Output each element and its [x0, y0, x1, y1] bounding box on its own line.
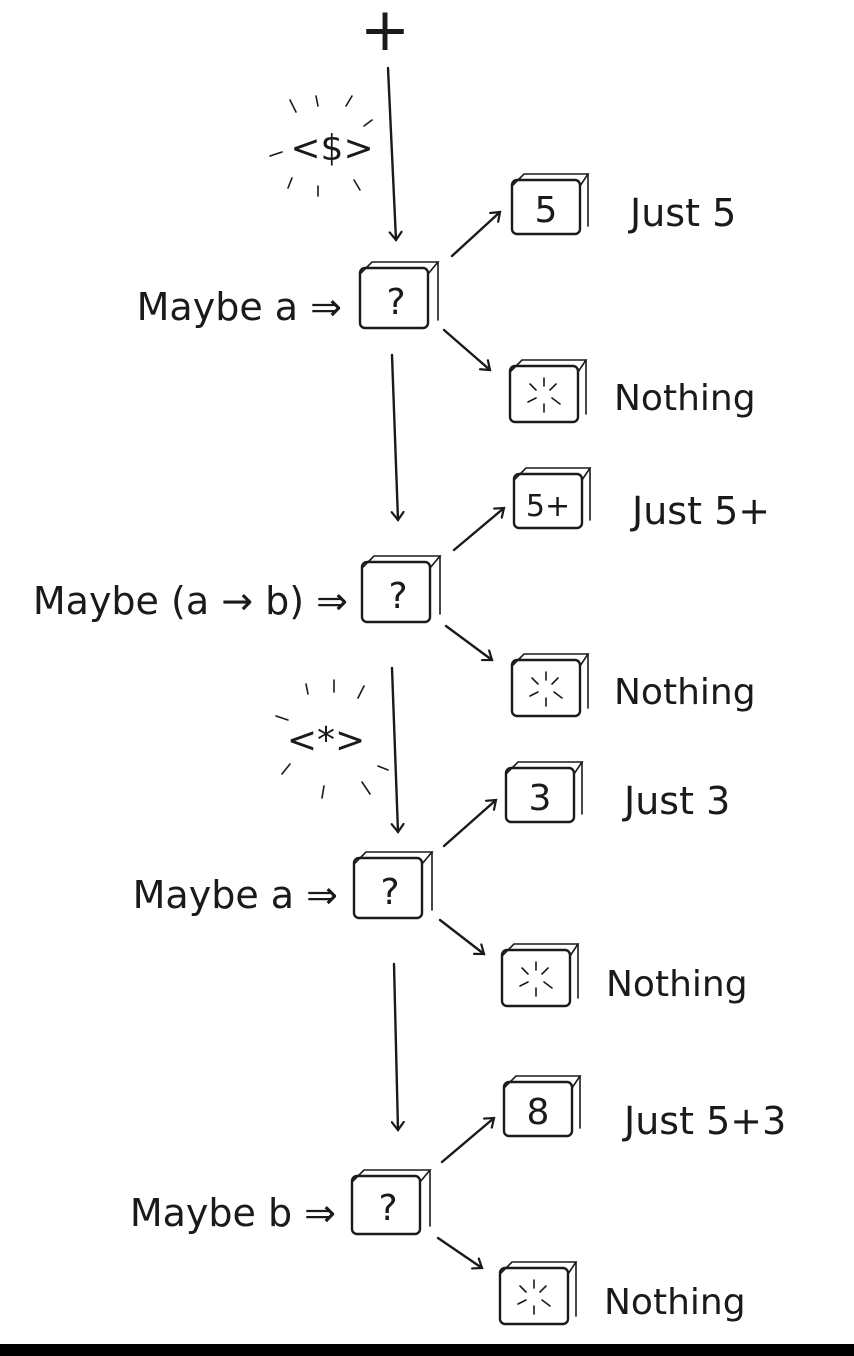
nothing-label: Nothing [604, 1282, 746, 1323]
nothing-label: Nothing [606, 964, 748, 1005]
empty-sparkle-icon [517, 1279, 551, 1315]
nothing-arrow [442, 328, 490, 370]
just-box-value: 3 [529, 778, 552, 819]
empty-sparkle-icon [519, 961, 553, 997]
just-label: Just 5 [628, 191, 736, 235]
empty-sparkle-icon [529, 671, 563, 707]
fmap-sparkle-icon [269, 95, 373, 197]
type-label: Maybe b ⇒ [130, 1191, 336, 1235]
nothing-box [500, 943, 580, 1008]
nothing-box [510, 653, 590, 718]
type-label: Maybe (a → b) ⇒ [33, 579, 348, 623]
just-arrow [452, 506, 504, 552]
down-arrow-3 [394, 962, 398, 1130]
empty-sparkle-icon [527, 377, 561, 413]
just-box-value: 8 [527, 1092, 550, 1133]
nothing-box [508, 359, 588, 424]
fmap-arrow [386, 66, 396, 240]
down-arrow-2 [392, 666, 398, 832]
just-arrow [450, 212, 500, 258]
apply-operator-label: <*> [287, 720, 365, 761]
nothing-arrow [438, 918, 484, 956]
just-box-value: 5+ [526, 489, 570, 524]
just-box: 8 [502, 1075, 582, 1138]
type-label: Maybe a ⇒ [137, 285, 342, 329]
just-label: Just 3 [622, 779, 730, 823]
row-maybe-b: Maybe b ⇒ ? 8 Just 5+3 Nothing [130, 1075, 786, 1326]
bottom-edge-bar [0, 1344, 854, 1356]
apply-sparkle-icon [275, 679, 389, 799]
row-maybe-a-2: Maybe a ⇒ ? 3 Just 3 Nothing [133, 761, 748, 1008]
box-symbol: ? [378, 1188, 397, 1229]
type-label: Maybe a ⇒ [133, 873, 338, 917]
nothing-arrow [436, 1236, 482, 1268]
just-box: 5+ [512, 467, 592, 530]
just-box: 5 [510, 173, 590, 236]
row-maybe-a-1: Maybe a ⇒ ? 5 Just 5 Nothing [137, 173, 756, 424]
just-arrow [440, 1116, 494, 1164]
mystery-box: ? [360, 555, 442, 624]
nothing-arrow [444, 624, 492, 662]
box-symbol: ? [386, 282, 405, 323]
just-label: Just 5+ [630, 489, 770, 533]
apply-operator: <*> [275, 679, 389, 799]
down-arrow-1 [392, 353, 398, 520]
row-maybe-function: Maybe (a → b) ⇒ ? 5+ Just 5+ Nothing [33, 467, 770, 718]
nothing-label: Nothing [614, 672, 756, 713]
fmap-operator-label: <$> [290, 128, 373, 169]
top-plus-symbol: + [360, 0, 410, 65]
box-symbol: ? [380, 872, 399, 913]
nothing-box [498, 1261, 578, 1326]
mystery-box: ? [350, 1169, 432, 1236]
box-symbol: ? [388, 576, 407, 617]
just-arrow [442, 800, 496, 848]
fmap-operator: <$> [269, 95, 374, 197]
just-label: Just 5+3 [622, 1099, 786, 1143]
just-box: 3 [504, 761, 584, 824]
mystery-box: ? [352, 851, 434, 920]
mystery-box: ? [358, 261, 440, 330]
just-box-value: 5 [535, 190, 558, 231]
nothing-label: Nothing [614, 378, 756, 419]
